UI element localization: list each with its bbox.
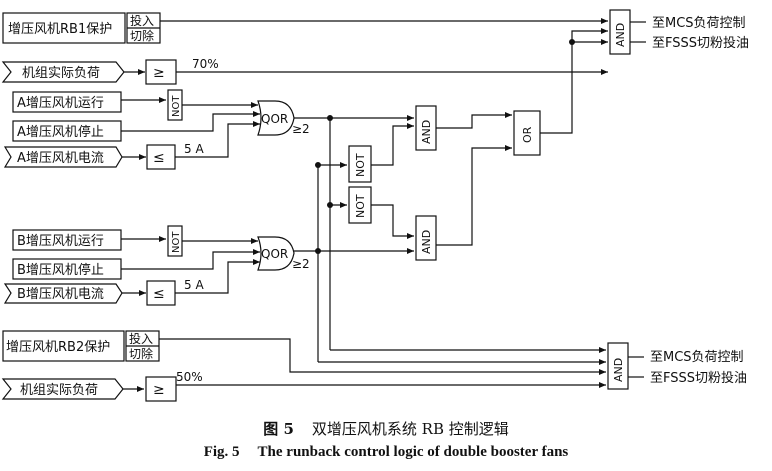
junction-dot: [315, 248, 321, 254]
junction-dot: [327, 115, 333, 121]
a-qor-label: QOR: [261, 112, 288, 126]
mid-not2-label: NOT: [354, 194, 367, 218]
out-fsss-top: 至FSSS切粉投油: [652, 35, 749, 51]
load-input-arrow-bottom: [1, 378, 124, 400]
mid-and1-label: AND: [420, 120, 433, 144]
b-current-arrow: [3, 283, 123, 304]
b-qor-gate: [257, 236, 295, 271]
or-label: OR: [521, 126, 534, 143]
out-mcs-bottom: 至MCS负荷控制: [650, 350, 744, 365]
a-not-label: NOT: [171, 95, 182, 117]
caption-en-number: Fig. 5: [203, 444, 240, 460]
load-label-top: 机组实际负荷: [22, 66, 100, 81]
junction-dot: [315, 162, 321, 168]
logic-diagram: 增压风机RB1保护 投入 切除 机组实际负荷 ≥ 70% 至MCS负荷控制 至F…: [1, 9, 749, 402]
rb1-switch-on[interactable]: 投入: [130, 13, 154, 28]
and-label-top: AND: [614, 23, 627, 47]
caption-english: Fig. 5 The runback control logic of doubl…: [0, 444, 772, 461]
b-qor-cond: ≥2: [292, 257, 310, 271]
b-le-symbol: ≤: [153, 286, 165, 302]
and-label-bottom: AND: [612, 358, 625, 382]
ge-symbol-bottom: ≥: [153, 382, 165, 398]
caption-cn-number: 图 5: [263, 420, 294, 438]
and-gate-top: [609, 9, 631, 55]
and-gate-bottom: [607, 342, 629, 390]
b-not-label: NOT: [171, 231, 182, 253]
a-stopped-label: A增压风机停止: [17, 124, 104, 140]
rb2-switch-on[interactable]: 投入: [129, 331, 153, 346]
or-gate: [513, 110, 541, 156]
load-threshold-bottom: 50%: [176, 370, 203, 384]
load-input-arrow-top: [1, 61, 125, 83]
b-current-label: B增压风机电流: [17, 287, 104, 302]
rb2-switch-off[interactable]: 切除: [129, 346, 153, 361]
a-qor-cond: ≥2: [292, 122, 310, 136]
rb1-switch-off[interactable]: 切除: [130, 28, 154, 43]
a-current-arrow: [3, 146, 123, 168]
caption-chinese: 图 5 双增压风机系统 RB 控制逻辑: [0, 418, 772, 439]
ge-symbol-top: ≥: [153, 65, 165, 81]
middle-and-gate-2: [415, 215, 437, 261]
rb1-protection-label: 增压风机RB1保护: [8, 22, 112, 37]
b-stopped-label: B增压风机停止: [17, 262, 104, 278]
a-running-box: [12, 91, 122, 113]
caption-en-text: The runback control logic of double boos…: [257, 444, 569, 460]
rb2-protection-box: [2, 330, 125, 362]
b-current-threshold: 5 A: [184, 278, 204, 292]
a-running-label: A增压风机运行: [17, 96, 104, 111]
b-qor-label: QOR: [261, 247, 288, 261]
a-qor-gate: [257, 100, 295, 136]
load-threshold-top: 70%: [192, 57, 219, 71]
a-le-symbol: ≤: [153, 150, 165, 166]
load-label-bottom: 机组实际负荷: [20, 383, 98, 398]
out-fsss-bottom: 至FSSS切粉投油: [650, 370, 747, 386]
rb1-protection-box: [2, 12, 126, 44]
b-running-box: [12, 229, 122, 251]
ge-compare-box-bottom: [145, 376, 177, 402]
a-current-threshold: 5 A: [184, 142, 204, 156]
mid-not1-label: NOT: [354, 153, 367, 177]
b-running-label: B增压风机运行: [17, 234, 104, 249]
a-current-label: A增压风机电流: [17, 151, 104, 166]
middle-not-gate-1: [348, 145, 372, 183]
junction-dot: [327, 202, 333, 208]
junction-dot: [569, 39, 575, 45]
mid-and2-label: AND: [420, 230, 433, 254]
caption-cn-text: 双增压风机系统 RB 控制逻辑: [311, 420, 509, 438]
out-mcs-top: 至MCS负荷控制: [652, 16, 746, 31]
rb2-protection-label: 增压风机RB2保护: [6, 340, 110, 355]
